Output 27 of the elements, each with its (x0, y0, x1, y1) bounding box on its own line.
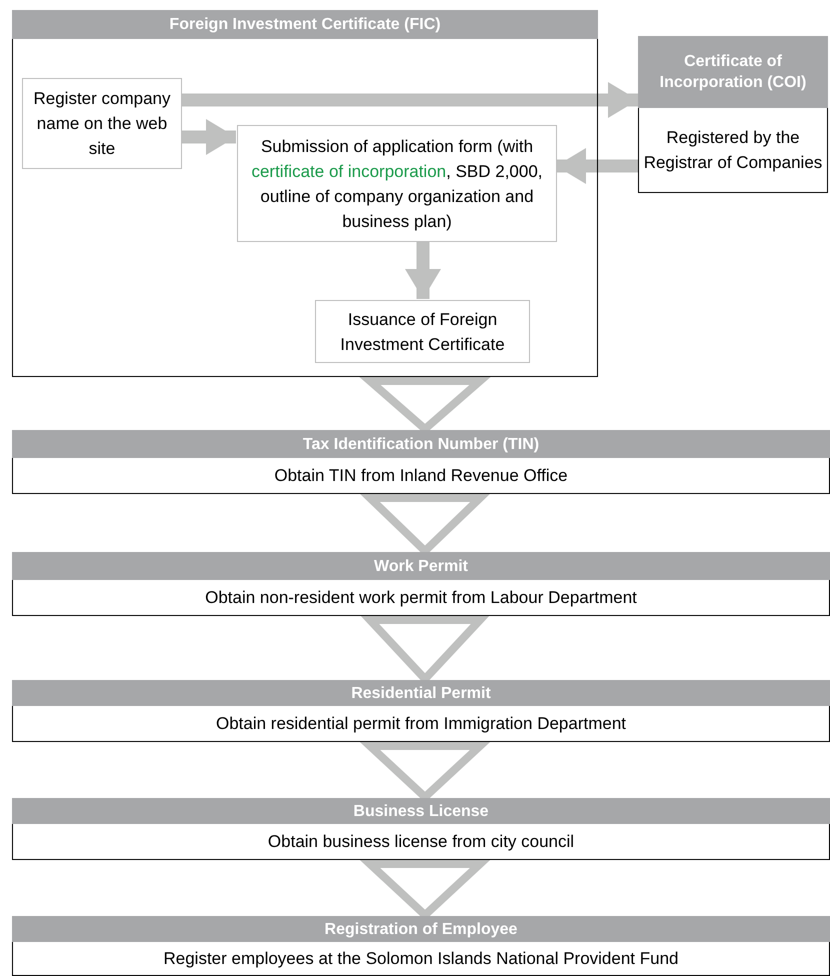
step-heading: Work Permit (12, 552, 830, 580)
block-arrow (405, 241, 441, 299)
step-band (12, 680, 830, 742)
step-description: Obtain TIN from Inland Revenue Office (273, 464, 569, 486)
step-heading: Business License (12, 798, 830, 824)
block-arrow (181, 82, 638, 118)
step-heading: Certificate of Incorporation (COI) (638, 36, 828, 108)
process-box: Issuance of Foreign Investment Certificate (315, 300, 530, 363)
step-heading: Residential Permit (12, 680, 830, 706)
block-arrow (181, 119, 236, 155)
group-frame (12, 10, 598, 377)
certificate-box (638, 36, 828, 193)
step-description: Registered by the Registrar of Companies (642, 127, 824, 174)
step-band (12, 798, 830, 860)
process-box: Submission of application form (with certificate of incorporation, SBD 2,000, outline of company organization and business plan) (237, 125, 557, 242)
process-box: Register company name on the web site (22, 78, 182, 169)
step-description: Obtain residential permit from Immigration Department (214, 712, 628, 734)
step-heading: Registration of Employee (12, 916, 830, 942)
step-band (12, 430, 830, 494)
step-band (12, 916, 830, 976)
step-description: Register employees at the Solomon Islands National Provident Fund (162, 948, 680, 970)
step-heading: Tax Identification Number (TIN) (12, 430, 830, 458)
step-description: Obtain non-resident work permit from Labour Department (204, 586, 638, 608)
step-heading: Foreign Investment Certificate (FIC) (12, 10, 598, 39)
step-band (12, 552, 830, 616)
step-description: Obtain business license from city council (266, 830, 576, 852)
block-arrow (556, 148, 638, 184)
